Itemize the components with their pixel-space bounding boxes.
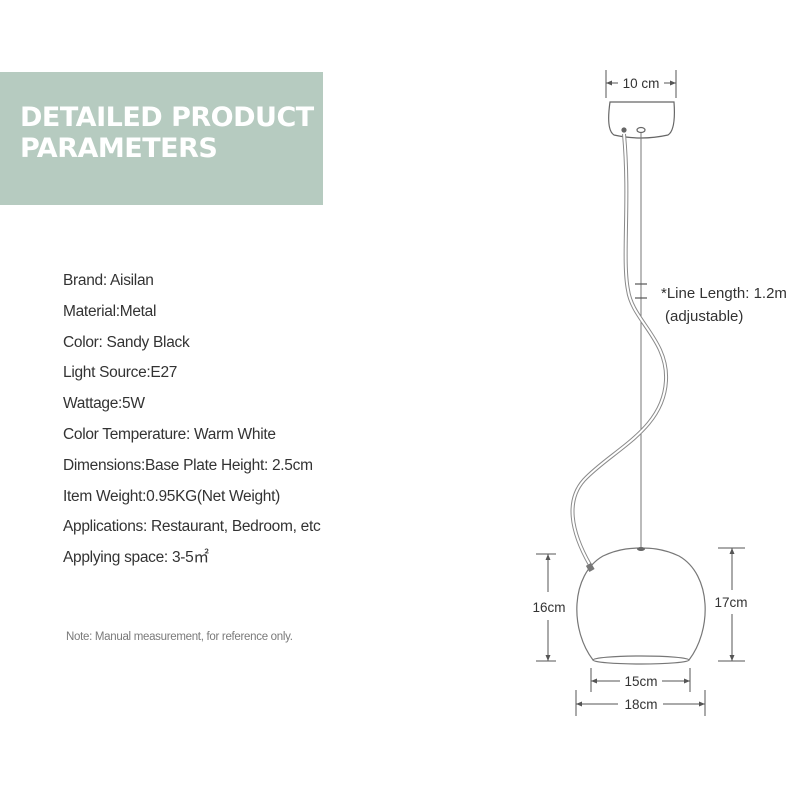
shade-height-right-dimension — [718, 547, 745, 662]
lamp-shade — [576, 547, 706, 665]
line-length-adjustable-label: (adjustable) — [665, 308, 743, 325]
spec-brand: Brand: Aisilan — [63, 272, 154, 289]
base-width-dimension — [605, 70, 677, 98]
page-title: DETAILED PRODUCT PARAMETERS — [20, 102, 314, 164]
spec-applying-space: Applying space: 3-5㎡ — [63, 549, 209, 567]
page-title-line-1: DETAILED PRODUCT — [20, 102, 314, 133]
measurement-note: Note: Manual measurement, for reference … — [66, 631, 293, 643]
shade-height-left-dimension — [536, 553, 556, 662]
ceiling-canopy — [608, 101, 675, 139]
spec-wattage: Wattage:5W — [63, 395, 145, 413]
spec-dimensions: Dimensions:Base Plate Height: 2.5cm — [63, 456, 313, 474]
wire-break-marks — [635, 283, 647, 299]
spec-material: Material:Metal — [63, 302, 157, 320]
spec-light-source: Light Source:E27 — [63, 364, 178, 382]
page-title-line-2: PARAMETERS — [20, 133, 218, 164]
spec-color: Color: Sandy Black — [63, 333, 190, 351]
opening-width-label: 15cm — [624, 674, 657, 689]
spec-color-temperature: Color Temperature: Warm White — [63, 425, 276, 443]
line-length-label: *Line Length: 1.2m — [661, 285, 787, 302]
base-width-label: 10 cm — [623, 76, 660, 91]
spec-item-weight: Item Weight:0.95KG(Net Weight) — [63, 487, 280, 505]
header-banner: DETAILED PRODUCT PARAMETERS — [0, 72, 323, 205]
shade-width-label: 18cm — [624, 697, 657, 712]
spec-applications: Applications: Restaurant, Bedroom, etc — [63, 518, 321, 536]
shade-width-dimension — [575, 690, 706, 716]
spec-list: Brand: Aisilan Material:Metal Color: San… — [63, 266, 321, 574]
power-cord — [570, 133, 669, 566]
shade-height-left-label: 16cm — [532, 600, 565, 615]
shade-height-right-label: 17cm — [714, 595, 747, 610]
opening-width-dimension — [590, 668, 691, 692]
